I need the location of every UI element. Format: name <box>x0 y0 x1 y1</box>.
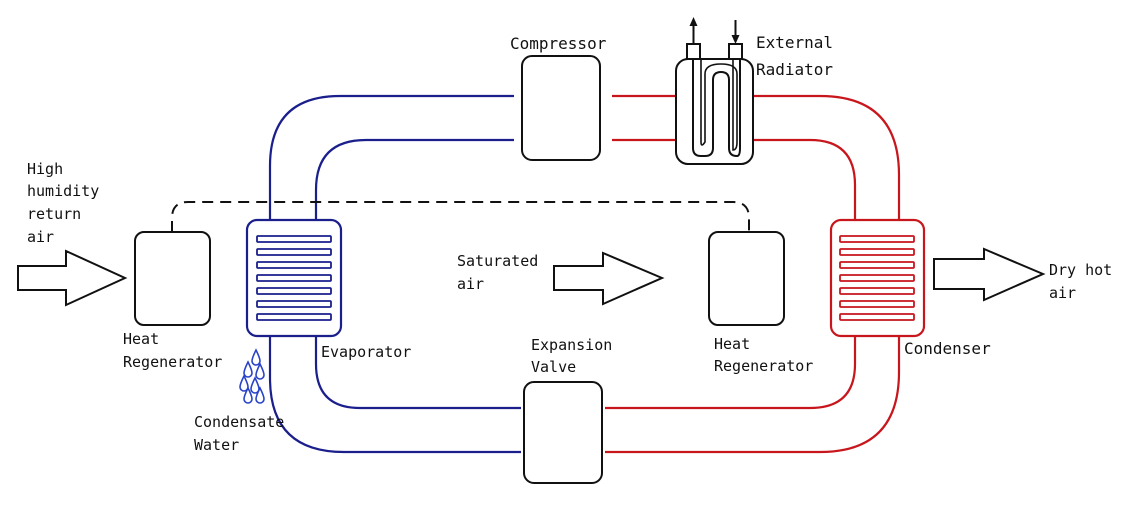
evaporator-label: Evaporator <box>321 343 411 361</box>
condensate-label-1: Condensate <box>194 413 284 431</box>
external-radiator-label: External <box>756 33 833 52</box>
expansion-valve-label-2: Valve <box>531 358 576 376</box>
outlet-air-label-1: Dry hot <box>1049 261 1112 279</box>
inlet-air-label-2: humidity <box>27 182 99 200</box>
heat-regenerator-left-box <box>134 231 211 326</box>
evaporator <box>245 218 343 338</box>
heat-regenerator-left-label-1: Heat <box>123 330 159 348</box>
expansion-valve-label-1: Expansion <box>531 336 612 354</box>
compressor-box <box>521 55 601 161</box>
external-radiator <box>675 17 754 165</box>
inlet-air-label-1: High <box>27 160 63 178</box>
cold-refrigerant-pipe <box>268 94 521 454</box>
heat-regenerator-right-label-2: Regenerator <box>714 357 813 375</box>
compressor-label: Compressor <box>510 34 607 53</box>
inlet-air-label-3: return <box>27 205 81 223</box>
regenerator-dashed-loop <box>171 201 750 232</box>
expansion-valve-box <box>523 381 603 484</box>
heat-regenerator-right-box <box>708 231 785 326</box>
inlet-arrow-icon <box>17 249 128 307</box>
condenser <box>829 218 926 338</box>
heat-regenerator-left-label-2: Regenerator <box>123 353 222 371</box>
condensate-label-2: Water <box>194 436 239 454</box>
outlet-arrow-icon <box>933 247 1046 302</box>
heat-regenerator-right-label-1: Heat <box>714 335 750 353</box>
inlet-air-label-4: air <box>27 228 54 246</box>
external-radiator-label-2: Radiator <box>756 60 833 79</box>
water-drop-icon <box>239 348 265 404</box>
saturated-air-label-1: Saturated <box>457 252 538 270</box>
hot-refrigerant-pipe <box>605 94 901 454</box>
saturated-air-arrow-icon <box>553 251 665 306</box>
condenser-label: Condenser <box>904 339 991 358</box>
outlet-air-label-2: air <box>1049 284 1076 302</box>
saturated-air-label-2: air <box>457 275 484 293</box>
